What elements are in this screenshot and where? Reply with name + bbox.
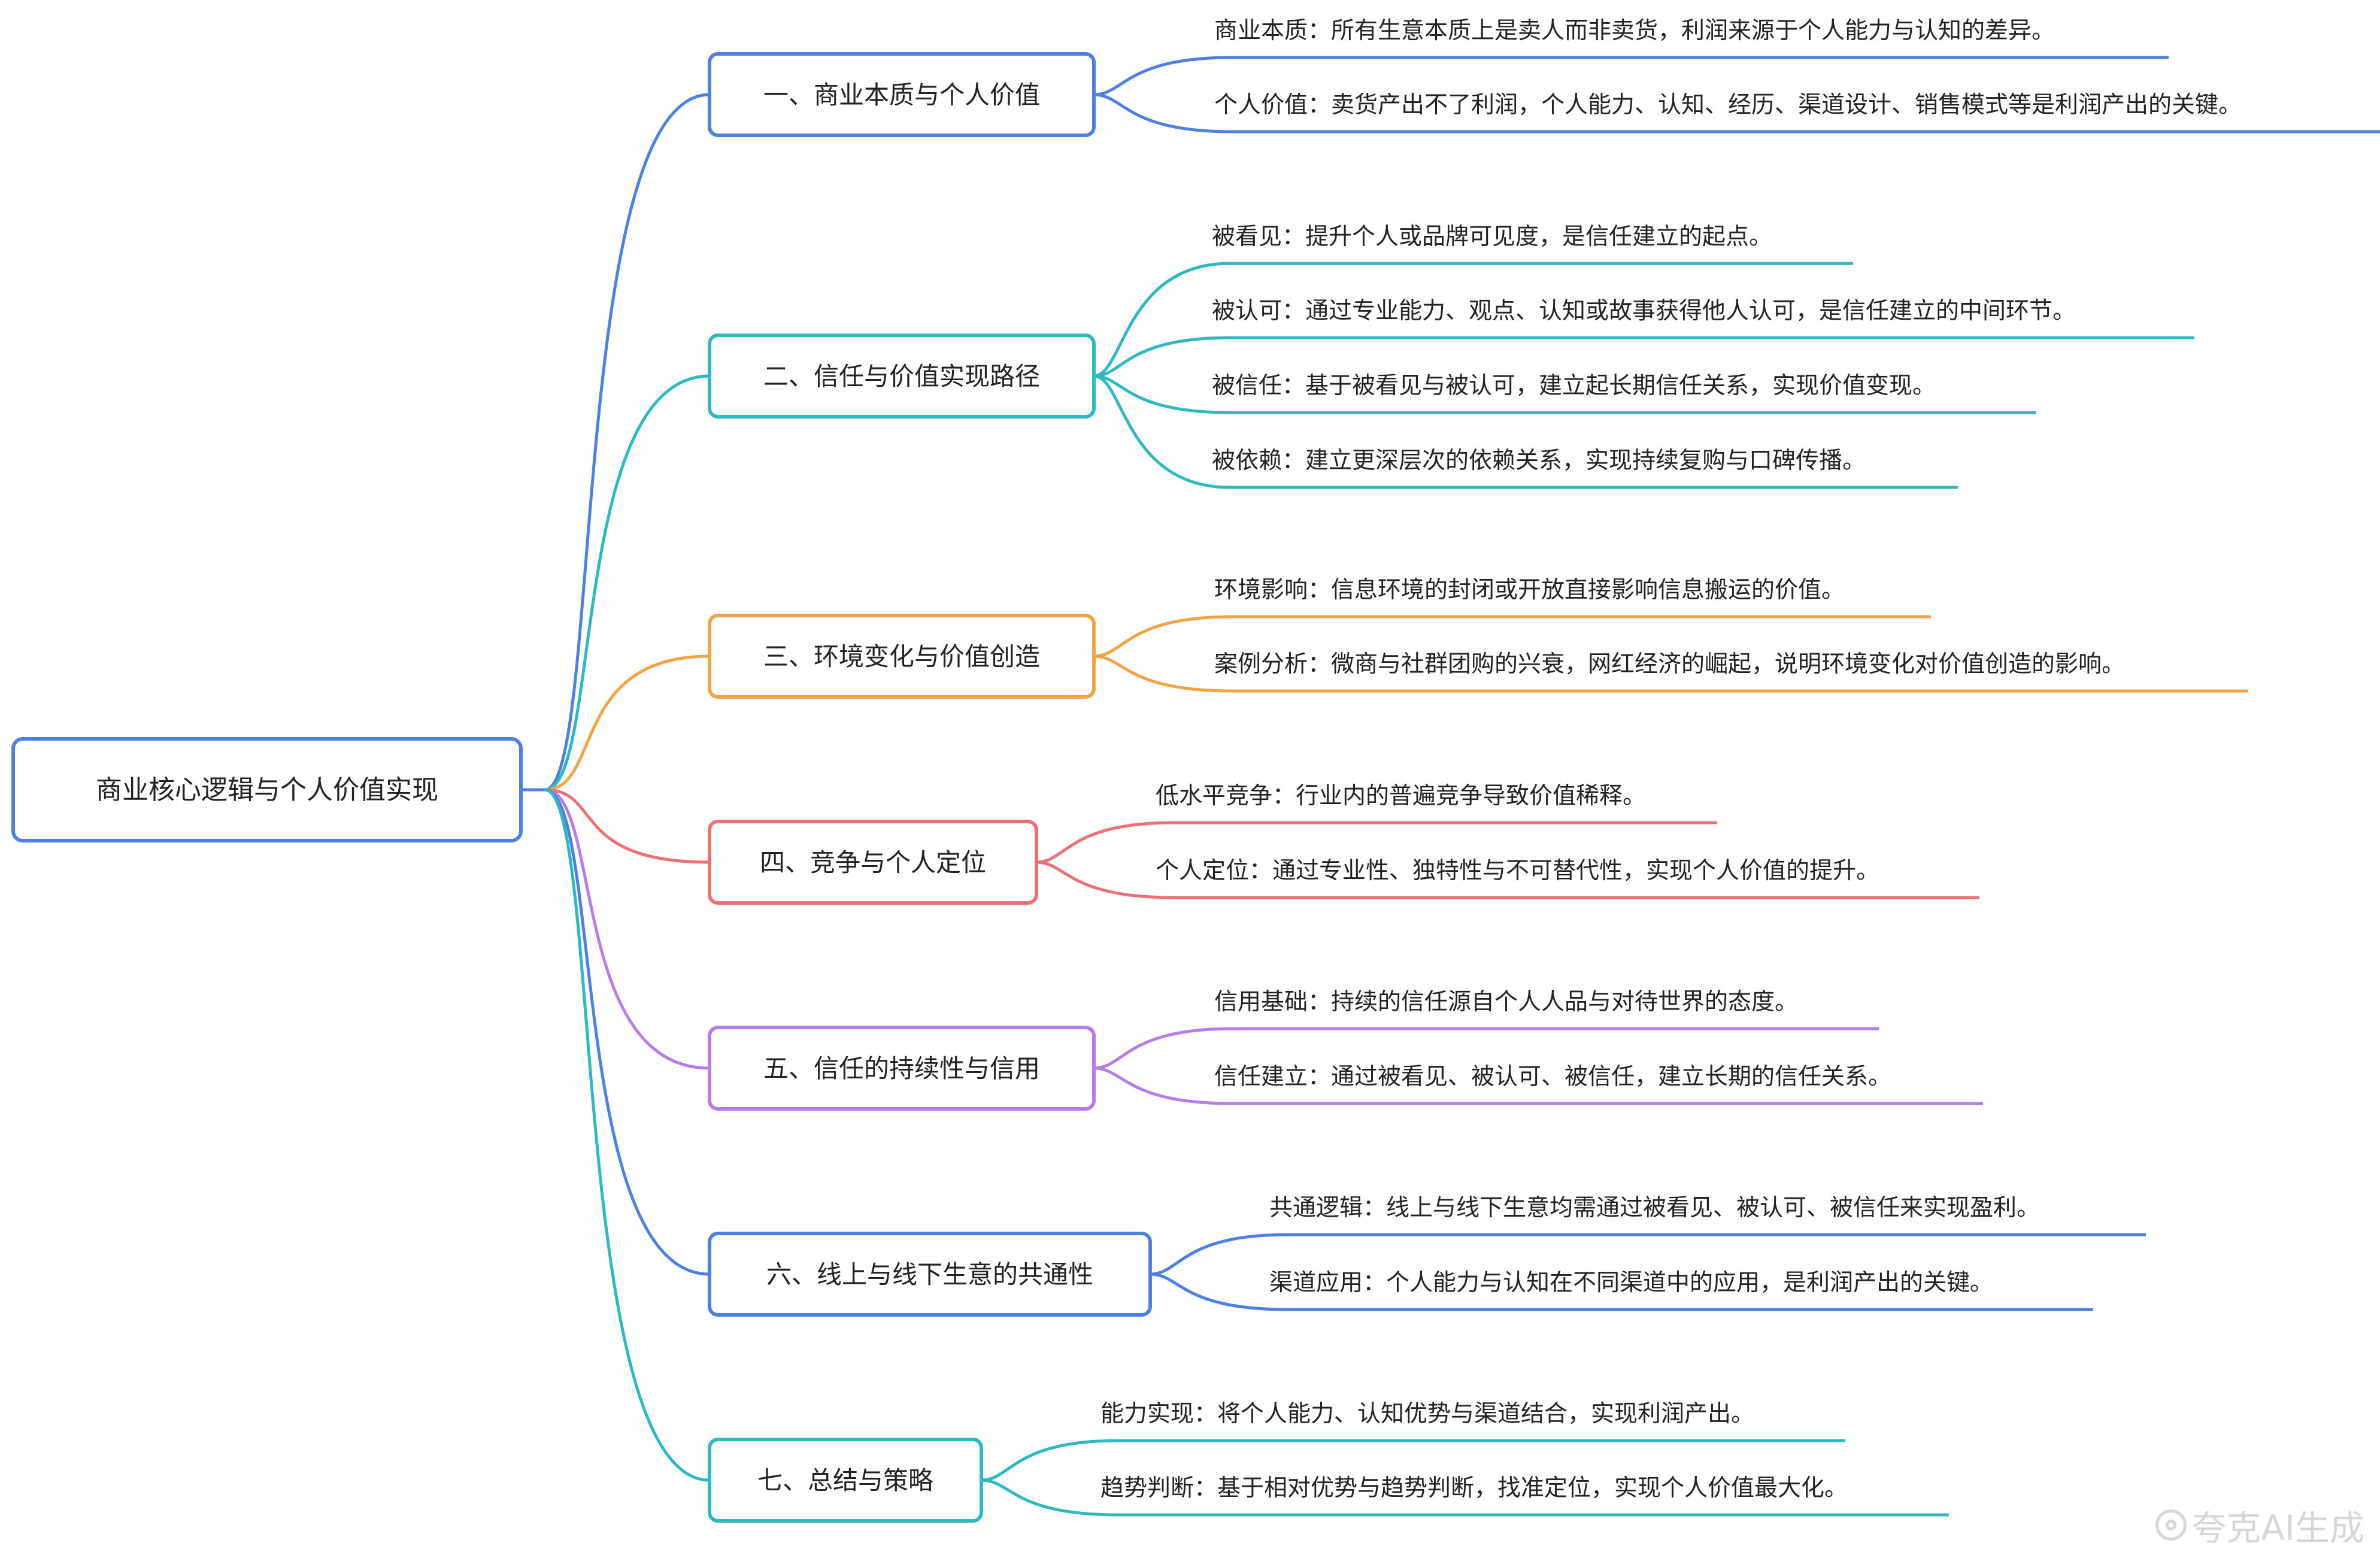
branch-node[interactable]: 四、竞争与个人定位 (708, 820, 1038, 905)
branch-1: 一、商业本质与个人价值 商业本质：所有生意本质上是卖人而非卖货，利润来源于个人能力… (544, 17, 2380, 792)
leaf-item[interactable]: 个人定位：通过专业性、独特性与不可替代性，实现个人价值的提升。 (1036, 857, 1979, 899)
leaf-connector (1093, 374, 2036, 414)
leaf-connector (1093, 615, 1931, 658)
leaf-text: 个人价值：卖货产出不了利润，个人能力、认知、经历、渠道设计、销售模式等是利润产出… (1214, 92, 2242, 119)
root-node[interactable]: 商业核心逻辑与个人价值实现 (11, 737, 523, 842)
branch-label: 一、商业本质与个人价值 (763, 80, 1040, 110)
branch-label: 二、信任与价值实现路径 (763, 362, 1040, 391)
branch-connector (544, 374, 710, 792)
leaf-text: 环境影响：信息环境的封闭或开放直接影响信息搬运的价值。 (1214, 577, 1845, 604)
leaf-item[interactable]: 个人价值：卖货产出不了利润，个人能力、认知、经历、渠道设计、销售模式等是利润产出… (1093, 92, 2380, 134)
branch-connector (544, 654, 710, 792)
leaf-item[interactable]: 被信任：基于被看见与被认可，建立起长期信任关系，实现价值变现。 (1093, 372, 2036, 414)
leaf-connector (1150, 1272, 2093, 1311)
leaf-connector (981, 1478, 1949, 1517)
branch-node[interactable]: 六、线上与线下生意的共通性 (708, 1232, 1152, 1317)
watermark-text: 夸克AI生成 (2191, 1508, 2364, 1548)
branch-node[interactable]: 二、信任与价值实现路径 (708, 334, 1096, 419)
leaf-connector (1093, 1066, 1983, 1105)
leaf-item[interactable]: 共通逻辑：线上与线下生意均需通过被看见、被认可、被信任来实现盈利。 (1150, 1195, 2146, 1276)
leaf-connector (1093, 654, 2248, 693)
branch-node[interactable]: 一、商业本质与个人价值 (708, 52, 1096, 137)
leaf-item[interactable]: 被看见：提升个人或品牌可见度，是信任建立的起点。 (1093, 223, 1853, 378)
branch-node[interactable]: 五、信任的持续性与信用 (708, 1026, 1096, 1111)
leaf-item[interactable]: 环境影响：信息环境的封闭或开放直接影响信息搬运的价值。 (1093, 577, 1931, 658)
branch-5: 五、信任的持续性与信用 信用基础：持续的信任源自个人人品与对待世界的态度。信任建立… (544, 788, 1983, 1111)
branch-4: 四、竞争与个人定位 低水平竞争：行业内的普遍竞争导致价值稀释。个人定位：通过专业性… (544, 783, 1979, 905)
leaf-connector (1093, 1027, 1879, 1070)
leaf-connector (1036, 821, 1717, 864)
leaf-item[interactable]: 被认可：通过专业能力、观点、认知或故事获得他人认可，是信任建立的中间环节。 (1093, 298, 2194, 378)
leaf-item[interactable]: 渠道应用：个人能力与认知在不同渠道中的应用，是利润产出的关键。 (1150, 1269, 2093, 1311)
branch-6: 六、线上与线下生意的共通性 共通逻辑：线上与线下生意均需通过被看见、被认可、被信任… (544, 788, 2146, 1317)
leaf-text: 低水平竞争：行业内的普遍竞争导致价值稀释。 (1156, 783, 1646, 810)
leaf-text: 被依赖：建立更深层次的依赖关系，实现持续复购与口碑传播。 (1212, 447, 1866, 474)
branch-connector (544, 788, 710, 1482)
watermark: 夸克AI生成 (2155, 1500, 2364, 1550)
leaf-connector (1093, 336, 2194, 378)
leaf-text: 信任建立：通过被看见、被认可、被信任，建立长期的信任关系。 (1214, 1063, 1891, 1090)
branch-2: 二、信任与价值实现路径 被看见：提升个人或品牌可见度，是信任建立的起点。被认可：通… (544, 223, 2194, 792)
branch-label: 五、信任的持续性与信用 (763, 1054, 1040, 1083)
branch-connector (544, 788, 710, 1276)
branch-label: 四、竞争与个人定位 (760, 848, 986, 877)
leaf-connector (1093, 374, 1958, 489)
leaf-item[interactable]: 商业本质：所有生意本质上是卖人而非卖货，利润来源于个人能力与认知的差异。 (1093, 17, 2169, 96)
leaf-item[interactable]: 信任建立：通过被看见、被认可、被信任，建立长期的信任关系。 (1093, 1063, 1983, 1105)
leaf-item[interactable]: 趋势判断：基于相对优势与趋势判断，找准定位，实现个人价值最大化。 (981, 1475, 1949, 1517)
leaf-text: 信用基础：持续的信任源自个人人品与对待世界的态度。 (1214, 989, 1798, 1016)
leaf-connector (1036, 860, 1979, 899)
branch-node[interactable]: 七、总结与策略 (708, 1438, 983, 1523)
branch-connector (544, 93, 710, 792)
leaf-text: 案例分析：微商与社群团购的兴衰，网红经济的崛起，说明环境变化对价值创造的影响。 (1214, 651, 2125, 678)
leaf-text: 被看见：提升个人或品牌可见度，是信任建立的起点。 (1212, 223, 1772, 250)
root-node-label: 商业核心逻辑与个人价值实现 (96, 775, 438, 805)
leaf-item[interactable]: 能力实现：将个人能力、认知优势与渠道结合，实现利润产出。 (981, 1401, 1845, 1482)
leaf-connector (981, 1439, 1845, 1482)
branch-connector (544, 788, 710, 1070)
leaf-text: 被认可：通过专业能力、观点、认知或故事获得他人认可，是信任建立的中间环节。 (1212, 298, 2076, 325)
leaf-text: 趋势判断：基于相对优势与趋势判断，找准定位，实现个人价值最大化。 (1100, 1475, 1848, 1502)
branch-3: 三、环境变化与价值创造 环境影响：信息环境的封闭或开放直接影响信息搬运的价值。案例… (544, 577, 2248, 792)
leaf-item[interactable]: 低水平竞争：行业内的普遍竞争导致价值稀释。 (1036, 783, 1717, 864)
leaf-text: 个人定位：通过专业性、独特性与不可替代性，实现个人价值的提升。 (1156, 857, 1879, 884)
branch-connector (544, 788, 710, 864)
leaf-item[interactable]: 被依赖：建立更深层次的依赖关系，实现持续复购与口碑传播。 (1093, 374, 1958, 489)
leaf-connector (1093, 262, 1853, 378)
branch-node[interactable]: 三、环境变化与价值创造 (708, 614, 1096, 699)
branch-label: 六、线上与线下生意的共通性 (766, 1260, 1093, 1289)
leaf-connector (1093, 93, 2380, 134)
leaf-text: 渠道应用：个人能力与认知在不同渠道中的应用，是利润产出的关键。 (1269, 1269, 1993, 1296)
branch-label: 七、总结与策略 (757, 1466, 933, 1495)
leaf-connector (1150, 1233, 2146, 1276)
leaf-text: 商业本质：所有生意本质上是卖人而非卖货，利润来源于个人能力与认知的差异。 (1214, 17, 2055, 44)
leaf-item[interactable]: 信用基础：持续的信任源自个人人品与对待世界的态度。 (1093, 989, 1879, 1070)
watermark-logo-icon (2155, 1509, 2187, 1541)
leaf-text: 被信任：基于被看见与被认可，建立起长期信任关系，实现价值变现。 (1212, 372, 1936, 399)
leaf-text: 能力实现：将个人能力、认知优势与渠道结合，实现利润产出。 (1100, 1401, 1754, 1427)
leaf-text: 共通逻辑：线上与线下生意均需通过被看见、被认可、被信任来实现盈利。 (1269, 1195, 2040, 1221)
leaf-item[interactable]: 案例分析：微商与社群团购的兴衰，网红经济的崛起，说明环境变化对价值创造的影响。 (1093, 651, 2248, 693)
branch-7: 七、总结与策略 能力实现：将个人能力、认知优势与渠道结合，实现利润产出。趋势判断：… (544, 788, 1949, 1523)
leaf-connector (1093, 56, 2169, 96)
branch-label: 三、环境变化与价值创造 (763, 642, 1040, 671)
